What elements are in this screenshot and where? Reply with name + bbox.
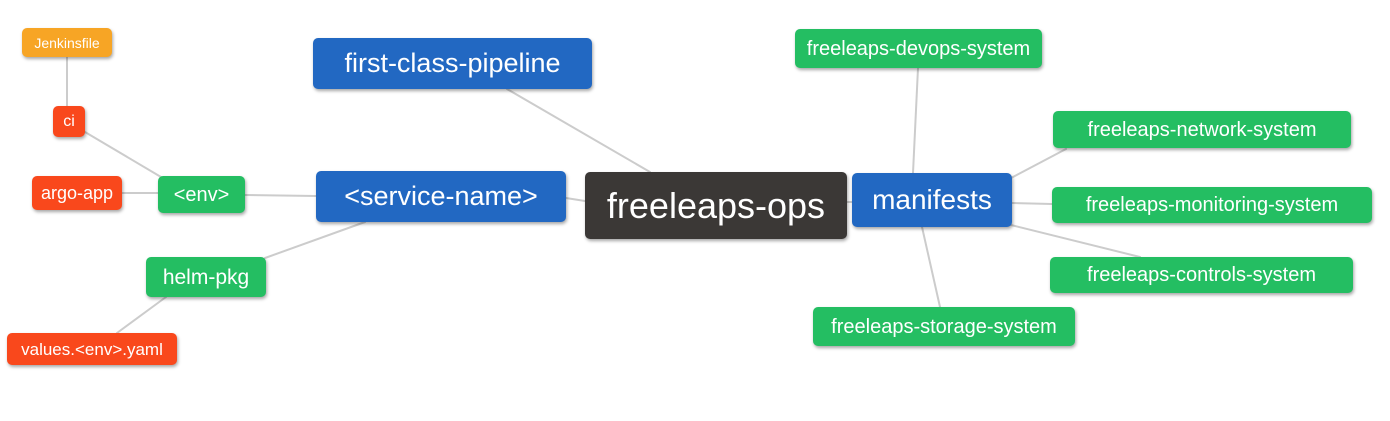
edge-env-to-service-name — [244, 194, 317, 197]
node-label: freeleaps-network-system — [1087, 118, 1317, 141]
node-label: Jenkinsfile — [34, 34, 100, 51]
edge-manifests-to-freeleaps-network-system — [1010, 148, 1067, 179]
node-label: freeleaps-monitoring-system — [1085, 194, 1339, 216]
node-helm-pkg[interactable]: helm-pkg — [146, 257, 266, 297]
node-freeleaps-ops[interactable]: freeleaps-ops — [585, 172, 847, 239]
node-label: argo-app — [40, 183, 114, 203]
node-label: manifests — [872, 184, 992, 215]
edge-manifests-to-freeleaps-controls-system — [1010, 224, 1141, 258]
edge-manifests-to-freeleaps-monitoring-system — [1011, 202, 1053, 205]
node-label: <service-name> — [344, 181, 538, 211]
edge-first-class-pipeline-to-freeleaps-ops — [506, 88, 651, 173]
edge-manifests-to-freeleaps-devops-system — [912, 67, 919, 174]
node-label: freeleaps-storage-system — [831, 315, 1057, 338]
node-label: freeleaps-devops-system — [806, 37, 1031, 60]
node-env[interactable]: <env> — [158, 176, 245, 213]
edge-manifests-to-freeleaps-storage-system — [921, 226, 941, 308]
edge-helm-pkg-to-values-env-yaml — [116, 296, 167, 334]
node-label: <env> — [173, 183, 230, 206]
node-argo-app[interactable]: argo-app — [32, 176, 122, 210]
node-values-env-yaml[interactable]: values.<env>.yaml — [7, 333, 177, 365]
node-freeleaps-monitoring-system[interactable]: freeleaps-monitoring-system — [1052, 187, 1372, 223]
node-service-name[interactable]: <service-name> — [316, 171, 566, 222]
edge-ci-to-env — [84, 131, 162, 178]
node-label: values.<env>.yaml — [21, 339, 163, 359]
node-freeleaps-controls-system[interactable]: freeleaps-controls-system — [1050, 257, 1353, 293]
node-label: freeleaps-ops — [606, 184, 826, 226]
node-freeleaps-devops-system[interactable]: freeleaps-devops-system — [795, 29, 1042, 68]
node-label: first-class-pipeline — [344, 48, 561, 78]
edge-service-name-to-helm-pkg — [264, 221, 366, 259]
node-freeleaps-storage-system[interactable]: freeleaps-storage-system — [813, 307, 1075, 346]
node-jenkinsfile[interactable]: Jenkinsfile — [22, 28, 112, 57]
node-freeleaps-network-system[interactable]: freeleaps-network-system — [1053, 111, 1351, 148]
node-ci[interactable]: ci — [53, 106, 85, 137]
node-label: helm-pkg — [162, 265, 250, 289]
node-first-class-pipeline[interactable]: first-class-pipeline — [313, 38, 592, 89]
node-manifests[interactable]: manifests — [852, 173, 1012, 227]
node-label: ci — [63, 112, 75, 130]
node-label: freeleaps-controls-system — [1087, 264, 1316, 286]
edge-service-name-to-freeleaps-ops — [565, 197, 586, 202]
